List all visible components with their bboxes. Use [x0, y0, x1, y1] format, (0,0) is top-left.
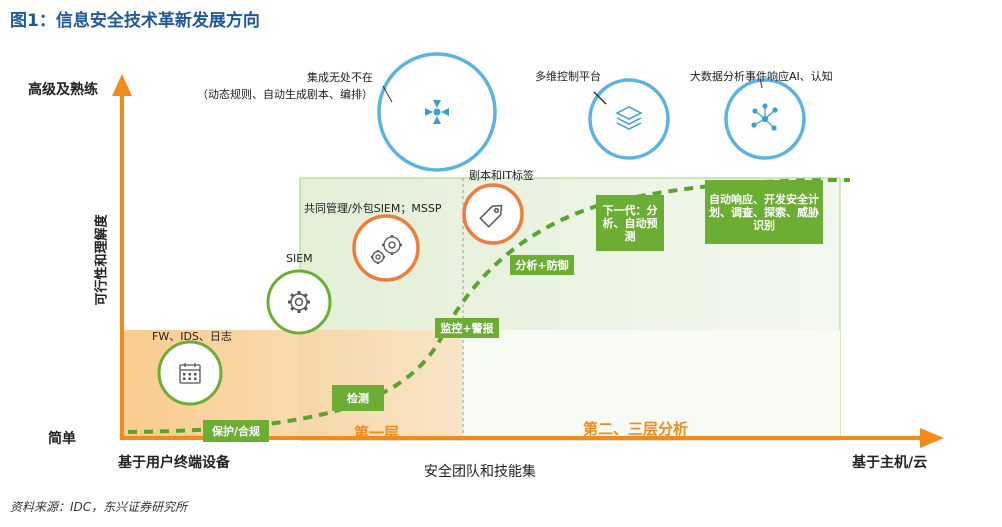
stage-analyze-box: 分析+防御	[510, 255, 574, 275]
bigdata-pointer	[759, 77, 763, 89]
network-icon	[751, 103, 778, 131]
integrated-title: 集成无处不在	[307, 71, 373, 84]
integrated-subtitle: （动态规则、自动生成剧本、编排）	[197, 88, 373, 101]
x-axis-left-label: 基于用户终端设备	[118, 455, 230, 471]
stage-detect-box: 检测	[332, 385, 384, 411]
tag-icon	[479, 204, 503, 228]
multi-pointer	[593, 91, 607, 105]
y-axis-title: 可行性和理解度	[94, 214, 110, 306]
siem-circle	[266, 269, 332, 335]
integrated-pointer	[382, 85, 393, 103]
x-axis-center-label: 安全团队和技能集	[424, 464, 536, 480]
shared-siem-label: 共同管理/外包SIEM；MSSP	[304, 202, 442, 215]
x-axis-arrow	[920, 428, 944, 448]
fw-label: FW、IDS、日志	[152, 330, 232, 343]
double-gear-icon	[371, 235, 402, 264]
y-axis-arrow	[112, 74, 132, 96]
stage-monitor-box: 监控+警报	[435, 318, 499, 338]
y-axis-top-label: 高级及熟练	[28, 82, 98, 98]
multi-platform-label: 多维控制平台	[535, 70, 601, 83]
y-axis-bottom-label: 简单	[48, 431, 76, 447]
tier-two-region	[464, 330, 840, 440]
source-note: 资料来源：IDC，东兴证券研究所	[10, 500, 188, 514]
tier-one-label: 第一层	[354, 424, 400, 442]
layers-icon	[615, 106, 643, 130]
gear-icon	[288, 291, 310, 313]
stage-nextgen-box: 下一代：分析、自动预测	[596, 195, 664, 251]
script-label: 剧本和IT标签	[469, 169, 534, 182]
stage-protect-box: 保护/合规	[203, 420, 269, 442]
calendar-icon	[179, 363, 201, 384]
siem-label: SIEM	[286, 252, 313, 265]
shared-circle	[352, 214, 420, 282]
converge-arrows-icon	[425, 100, 449, 124]
stage-auto-response-box: 自动响应、开发安全计划、调查、探索、威胁识别	[705, 180, 823, 244]
page-title: 图1：信息安全技术革新发展方向	[10, 11, 260, 31]
script-circle	[462, 183, 524, 245]
bigdata-label: 大数据分析事件响应AI、认知	[690, 70, 833, 83]
tier-two-three-label: 第二、三层分析	[583, 420, 689, 438]
x-axis-right-label: 基于主机/云	[852, 455, 928, 471]
